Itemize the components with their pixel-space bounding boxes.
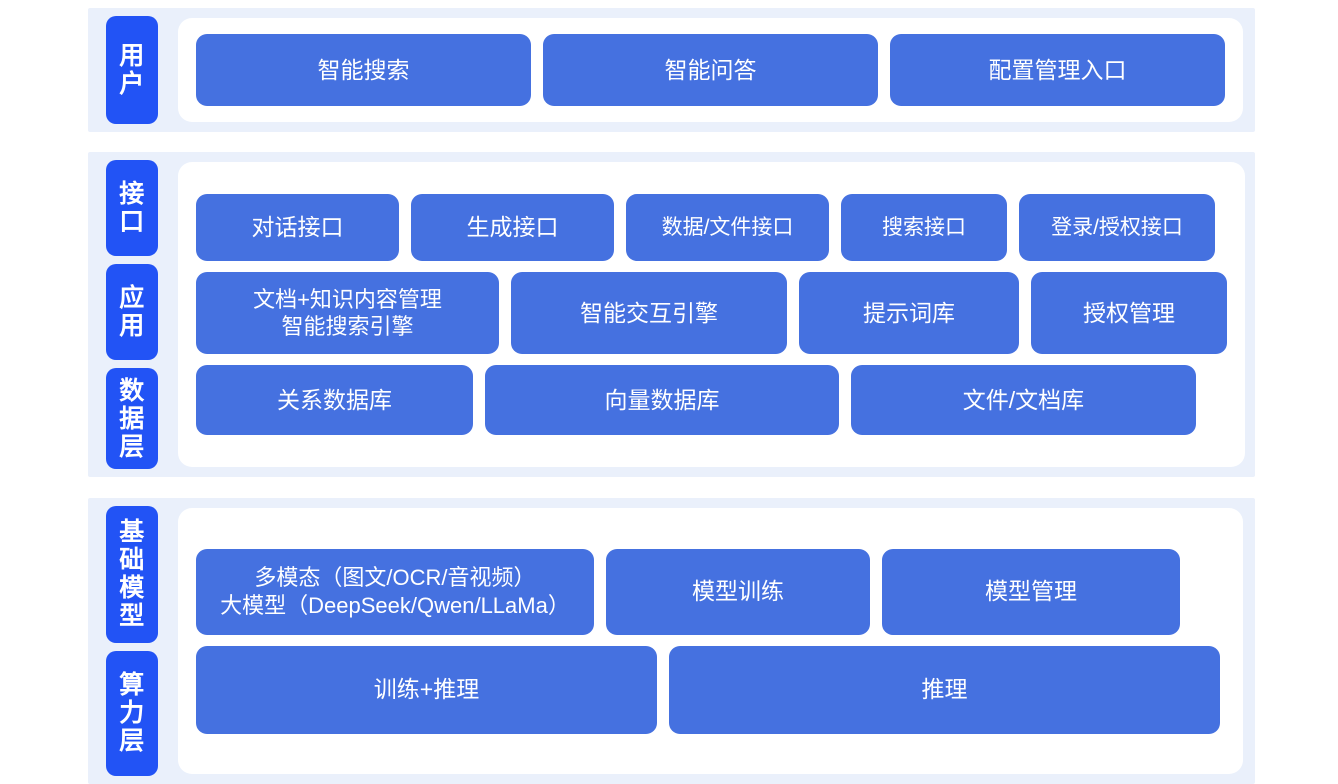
layer-label-user-text: 用户 — [119, 42, 145, 98]
layer-label-interface: 接口 — [106, 160, 158, 256]
panel-middle: 对话接口 生成接口 数据/文件接口 搜索接口 登录/授权接口 文档+知识内容管理… — [178, 162, 1245, 467]
box-model-management[interactable]: 模型管理 — [882, 548, 1180, 635]
layer-label-user: 用户 — [106, 16, 158, 124]
section-base: 基础模型 算力层 多模态（图文/OCR/音视频） 大模型（DeepSeek/Qw… — [88, 498, 1255, 784]
box-doc-knowledge-management[interactable]: 文档+知识内容管理 智能搜索引擎 — [196, 272, 499, 354]
section-user: 用户 智能搜索 智能问答 配置管理入口 — [88, 8, 1255, 132]
layer-label-application-text: 应用 — [119, 284, 145, 341]
box-search-api[interactable]: 搜索接口 — [841, 194, 1007, 261]
box-file-document-store[interactable]: 文件/文档库 — [851, 365, 1196, 435]
layer-label-compute-text: 算力层 — [119, 671, 145, 756]
section-middle: 接口 应用 数据层 对话接口 生成接口 数据/文件接口 搜索接口 登录/授权接口… — [88, 152, 1255, 477]
box-data-file-api[interactable]: 数据/文件接口 — [626, 194, 829, 261]
box-inference[interactable]: 推理 — [669, 645, 1220, 734]
box-generation-api[interactable]: 生成接口 — [411, 194, 614, 261]
box-train-and-infer[interactable]: 训练+推理 — [196, 645, 657, 734]
box-smart-interaction-engine[interactable]: 智能交互引擎 — [511, 272, 787, 354]
panel-base: 多模态（图文/OCR/音视频） 大模型（DeepSeek/Qwen/LLaMa）… — [178, 508, 1243, 774]
box-config-management-entry[interactable]: 配置管理入口 — [890, 34, 1225, 106]
row-user: 智能搜索 智能问答 配置管理入口 — [196, 34, 1225, 106]
box-multimodal-llm[interactable]: 多模态（图文/OCR/音视频） 大模型（DeepSeek/Qwen/LLaMa） — [196, 548, 594, 635]
box-login-auth-api[interactable]: 登录/授权接口 — [1019, 194, 1215, 261]
layer-label-data-text: 数据层 — [119, 376, 145, 461]
box-smart-search[interactable]: 智能搜索 — [196, 34, 531, 106]
layer-label-interface-text: 接口 — [119, 179, 145, 236]
row-compute: 训练+推理 推理 — [196, 645, 1225, 734]
row-interface: 对话接口 生成接口 数据/文件接口 搜索接口 登录/授权接口 — [196, 194, 1227, 261]
panel-user: 智能搜索 智能问答 配置管理入口 — [178, 18, 1243, 122]
layer-label-compute: 算力层 — [106, 650, 158, 776]
box-smart-qa[interactable]: 智能问答 — [543, 34, 878, 106]
label-column-middle: 接口 应用 数据层 — [88, 152, 164, 477]
label-column-user: 用户 — [88, 8, 164, 132]
layer-label-foundation-model-text: 基础模型 — [119, 518, 145, 631]
layer-label-foundation-model: 基础模型 — [106, 506, 158, 643]
box-vector-db[interactable]: 向量数据库 — [485, 365, 839, 435]
box-model-training[interactable]: 模型训练 — [606, 548, 870, 635]
row-model: 多模态（图文/OCR/音视频） 大模型（DeepSeek/Qwen/LLaMa）… — [196, 548, 1225, 635]
label-column-base: 基础模型 算力层 — [88, 498, 164, 784]
box-authorization-management[interactable]: 授权管理 — [1031, 272, 1227, 354]
box-prompt-library[interactable]: 提示词库 — [799, 272, 1019, 354]
row-data: 关系数据库 向量数据库 文件/文档库 — [196, 365, 1227, 435]
layer-label-application: 应用 — [106, 263, 158, 361]
layer-label-data: 数据层 — [106, 368, 158, 469]
box-dialog-api[interactable]: 对话接口 — [196, 194, 399, 261]
box-relational-db[interactable]: 关系数据库 — [196, 365, 473, 435]
row-application: 文档+知识内容管理 智能搜索引擎 智能交互引擎 提示词库 授权管理 — [196, 272, 1227, 354]
